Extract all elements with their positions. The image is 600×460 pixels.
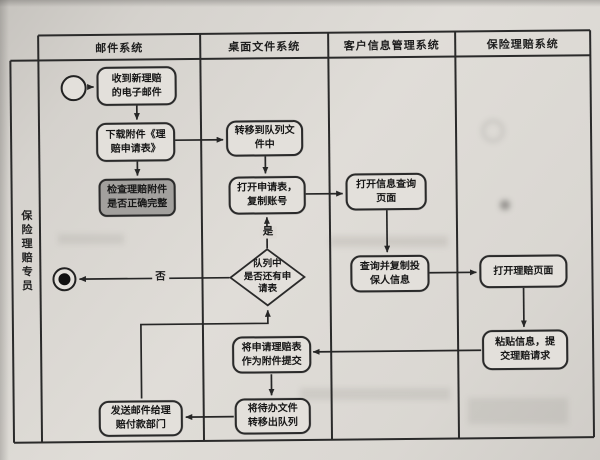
node-move-to-queue: 转移到队列文 件中 <box>225 119 304 157</box>
start-node <box>60 75 87 102</box>
lane-header-email-system: 邮件系统 <box>38 34 200 61</box>
node-receive-email: 收到新理赔 的电子邮件 <box>96 66 177 106</box>
edge-label-yes: 是 <box>259 225 277 239</box>
lane-header-desktop-file-system: 桌面文件系统 <box>200 33 328 59</box>
lane-grid <box>9 29 596 444</box>
lane-header-insurance-claim-system: 保险理赔系统 <box>455 30 590 56</box>
edge-paste-submit-to-submit-attachment <box>312 348 482 355</box>
node-open-claim-page: 打开理赔页面 <box>479 254 568 289</box>
node-download-attachment: 下载附件《理 赔申请表》 <box>95 122 176 162</box>
node-paste-submit-claim: 粘贴信息，提 交理赔请求 <box>481 329 569 371</box>
edge-label-no: 否 <box>152 271 169 284</box>
lane-header-customer-info-system: 客户信息管理系统 <box>328 32 455 58</box>
node-move-out-queue: 将待办文件 转移出队列 <box>234 397 311 435</box>
node-send-email-payment: 发送邮件给理 赔付款部门 <box>98 400 183 437</box>
end-node <box>52 267 77 292</box>
end-node-dot <box>58 273 71 286</box>
node-check-attachment: 检查理赔附件 是否正确完整 <box>98 178 176 217</box>
node-query-copy-policyholder: 查询并复制投 保人信息 <box>350 254 430 293</box>
lane-header-label: 客户信息管理系统 <box>343 39 440 53</box>
decision-diamond <box>228 248 306 307</box>
lane-header-label: 保险理赔系统 <box>486 38 559 51</box>
lane-header-label: 桌面文件系统 <box>228 40 301 54</box>
node-open-form-copy-account: 打开申请表， 复制账号 <box>228 175 306 215</box>
node-submit-as-attachment: 将申请理赔表 作为附件提交 <box>232 335 312 374</box>
node-open-query-page: 打开信息查询 页面 <box>345 172 427 211</box>
role-label-claims-specialist: 保险理赔专员 <box>19 209 33 294</box>
edge-send-email-to-decision <box>140 309 271 399</box>
lane-header-label: 邮件系统 <box>95 41 144 55</box>
decision-queue-remaining-label: 队列中 是否还有申 请表 <box>243 258 292 295</box>
